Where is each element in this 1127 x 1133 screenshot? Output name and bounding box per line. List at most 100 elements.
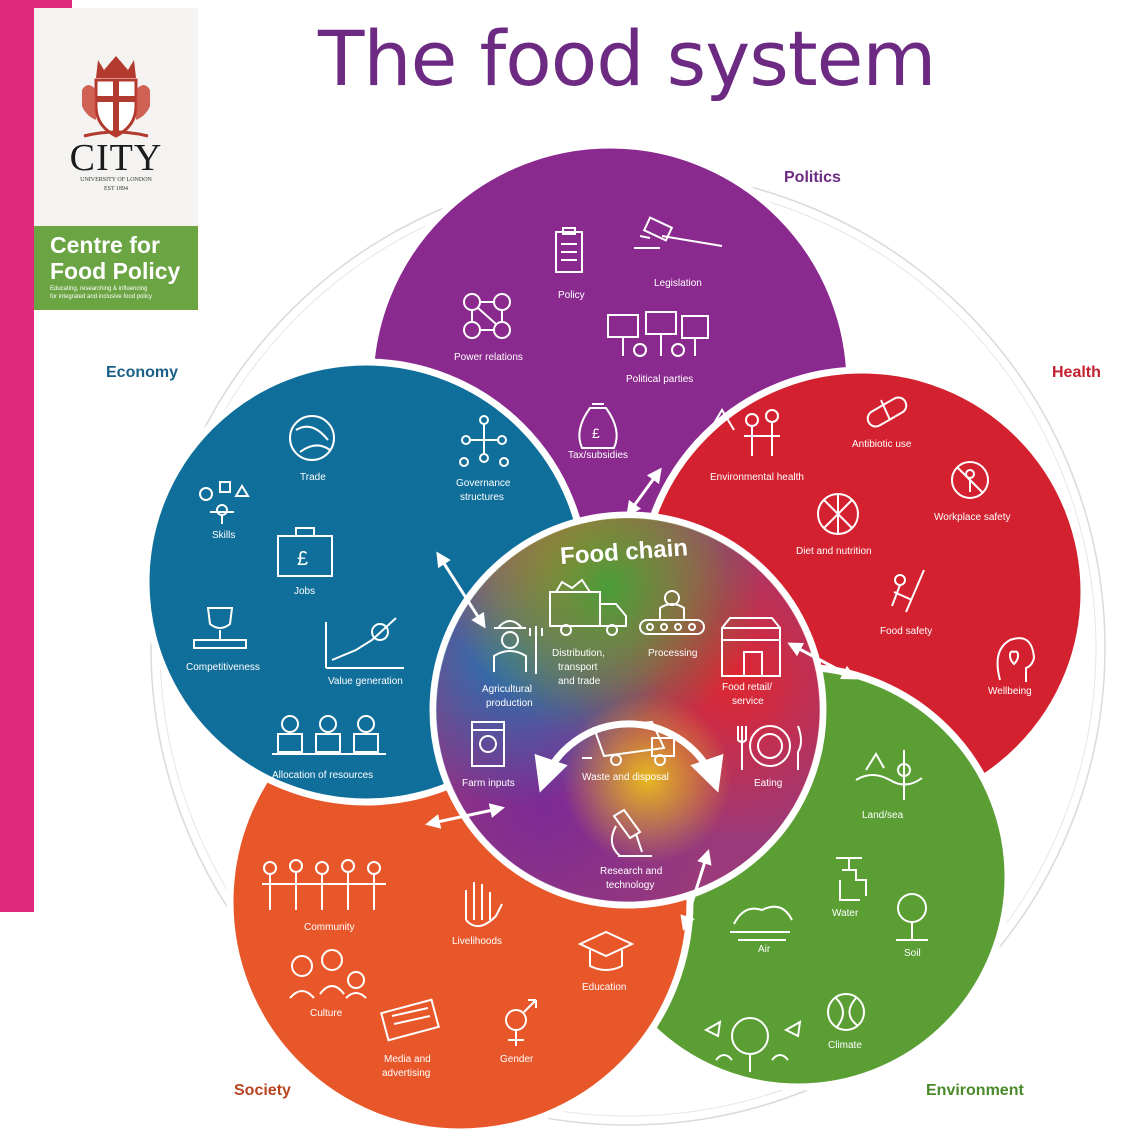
distribution-label-line-2: transport	[558, 662, 598, 673]
value-generation-label: Value generation	[328, 676, 403, 687]
pink-accent-bar	[0, 0, 34, 912]
skills-icon	[199, 481, 250, 524]
diet-icon	[817, 493, 859, 535]
culture-label: Culture	[310, 1008, 343, 1019]
processing-label: Processing	[648, 648, 697, 659]
economy-label: Economy	[106, 364, 178, 381]
media-label-line-2: advertising	[382, 1068, 430, 1079]
waste-label: Waste and disposal	[582, 772, 669, 783]
tax-subsidies-label: Tax/subsidies	[568, 450, 628, 461]
political-parties-icon	[607, 311, 709, 357]
biodiversity-label: Biodiversity	[720, 1084, 771, 1095]
shop-icon	[721, 617, 781, 677]
health-environment-chain-arrow	[787, 642, 857, 680]
soil-label: Soil	[904, 948, 921, 959]
centre-tagline-2: for integrated and inclusive food policy	[50, 294, 153, 300]
climate-label: Climate	[828, 1040, 862, 1051]
governance-icon	[459, 415, 509, 467]
money-bag-icon: £	[578, 403, 618, 449]
land-sea-icon	[855, 750, 923, 800]
allocation-icon	[272, 715, 386, 755]
livelihoods-label: Livelihoods	[452, 936, 502, 947]
politics-health-chain-arrow	[626, 467, 662, 517]
agricultural-label-line-1: Agricultural	[482, 684, 532, 695]
capsule-icon	[866, 396, 908, 428]
globe-climate-icon	[827, 993, 865, 1031]
gavel-icon	[634, 216, 723, 249]
policy-label: Policy	[558, 290, 585, 301]
distribution-label-line-1: Distribution,	[552, 648, 605, 659]
microscope-icon	[610, 808, 652, 857]
competitiveness-label: Competitiveness	[186, 662, 260, 673]
culture-icon	[289, 949, 367, 999]
city-crest-icon	[82, 56, 150, 138]
logo-city-text: CITY	[69, 137, 163, 179]
svg-text:£: £	[297, 548, 308, 570]
retail-label-line-1: Food retail/	[722, 682, 772, 693]
skills-label: Skills	[212, 530, 235, 541]
seed-bag-icon	[471, 721, 505, 767]
power-relations-label: Power relations	[454, 352, 523, 363]
gender-label: Gender	[500, 1054, 534, 1065]
water-label: Water	[832, 908, 859, 919]
truck-icon	[549, 578, 627, 636]
society-label: Society	[234, 1082, 291, 1099]
community-label: Community	[304, 922, 355, 933]
research-label-line-1: Research and	[600, 866, 662, 877]
workplace-safety-icon	[951, 461, 989, 499]
eating-label: Eating	[754, 778, 782, 789]
svg-text:£: £	[592, 425, 600, 441]
briefcase-icon: £	[277, 527, 333, 577]
health-label: Health	[1052, 364, 1101, 381]
globe-trade-icon	[289, 415, 335, 461]
plate-cutlery-icon	[737, 725, 802, 770]
allocation-label: Allocation of resources	[272, 770, 373, 781]
legislation-label: Legislation	[654, 278, 702, 289]
environment-label: Environment	[926, 1082, 1024, 1099]
wellbeing-label: Wellbeing	[988, 686, 1032, 697]
heart-head-icon	[996, 637, 1036, 682]
biodiversity-icon	[703, 1017, 802, 1072]
land-sea-label: Land/sea	[862, 810, 904, 821]
waste-cycle-arrow	[534, 720, 724, 793]
clipboard-icon	[555, 227, 583, 273]
newspaper-icon	[380, 998, 440, 1042]
hand-icon	[465, 882, 503, 927]
media-label-line-1: Media and	[384, 1054, 431, 1065]
food-safety-label: Food safety	[880, 626, 932, 637]
centre-title-line-1: Centre for	[50, 232, 160, 258]
governance-label-line-1: Governance	[456, 478, 511, 489]
distribution-label-line-3: and trade	[558, 676, 601, 687]
centre-for-food-policy-badge: Centre for Food Policy Educating, resear…	[34, 226, 198, 310]
centre-tagline-1: Educating, researching & influencing	[50, 286, 148, 292]
logo-established-text: EST 1894	[103, 186, 129, 192]
environmental-health-label: Environmental health	[710, 472, 804, 483]
agricultural-label-line-2: production	[486, 698, 533, 709]
antibiotic-label: Antibiotic use	[852, 439, 912, 450]
food-chain-circle	[429, 511, 827, 909]
centre-title-line-2: Food Policy	[50, 258, 181, 284]
gender-icon	[505, 999, 537, 1046]
trade-label: Trade	[300, 472, 326, 483]
research-label-line-2: technology	[606, 880, 654, 891]
political-parties-label: Political parties	[626, 374, 693, 385]
society-economy-chain-arrow	[425, 803, 505, 829]
environmental-health-icon	[709, 408, 780, 456]
farm-inputs-label: Farm inputs	[462, 778, 515, 789]
workplace-safety-label: Workplace safety	[934, 512, 1011, 523]
page-title: The food system	[318, 14, 936, 103]
air-icon	[730, 905, 793, 941]
governance-label-line-2: structures	[460, 492, 504, 503]
water-tap-icon	[836, 857, 867, 901]
pink-accent-cap	[34, 0, 72, 8]
jobs-label: Jobs	[294, 586, 315, 597]
community-icon	[262, 859, 386, 910]
society-environment-chain-arrow	[680, 849, 712, 931]
logo-university-text: UNIVERSITY OF LONDON	[80, 177, 152, 183]
city-logo: CITY UNIVERSITY OF LONDON EST 1894 Centr…	[34, 8, 198, 310]
conveyor-icon	[639, 590, 705, 635]
graduation-cap-icon	[577, 930, 635, 971]
farmer-icon	[493, 620, 543, 674]
power-relations-icon	[463, 293, 511, 339]
